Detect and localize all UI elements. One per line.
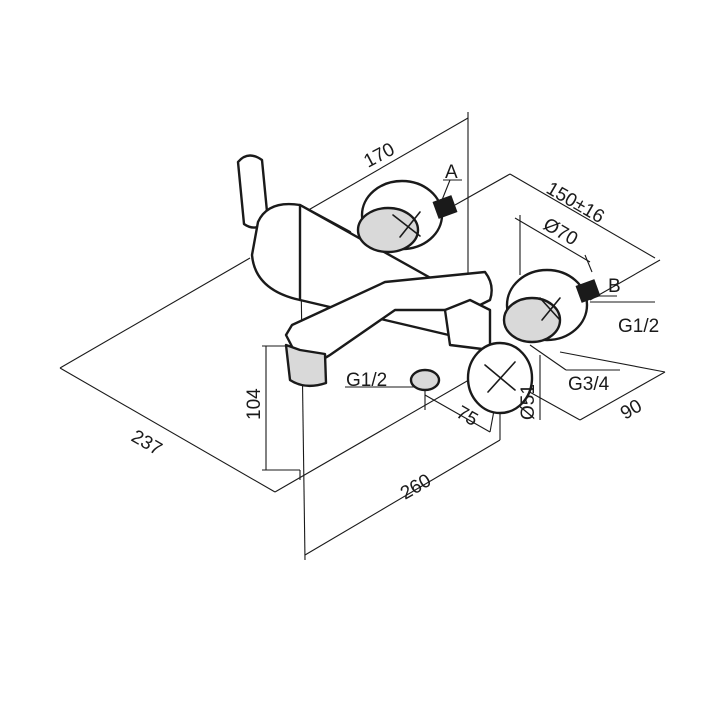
dim-237: 237 [128, 426, 166, 460]
spout-outlet [284, 343, 328, 388]
thread-b [575, 279, 601, 303]
rear-connector-a-inner [356, 206, 420, 254]
thread-g12-top: G1/2 [618, 316, 659, 337]
faucet-body [236, 154, 601, 415]
dim-170: 170 [360, 139, 398, 172]
front-connector-b-inner [502, 296, 562, 344]
thread-g34: G3/4 [568, 374, 610, 395]
dim-90: 90 [617, 396, 646, 425]
shower-outlet [409, 368, 441, 392]
dim-104: 104 [244, 388, 265, 420]
diverter-body [443, 298, 492, 352]
thread-g12-bottom: G1/2 [346, 370, 387, 391]
dimension-lines [59, 112, 666, 561]
thread-a [432, 195, 458, 219]
marker-b: B [608, 276, 621, 297]
marker-a: A [445, 162, 458, 183]
dim-75: 75 [453, 402, 482, 431]
dim-dia-51: Ø51 [518, 384, 539, 420]
dim-260: 260 [397, 470, 435, 504]
